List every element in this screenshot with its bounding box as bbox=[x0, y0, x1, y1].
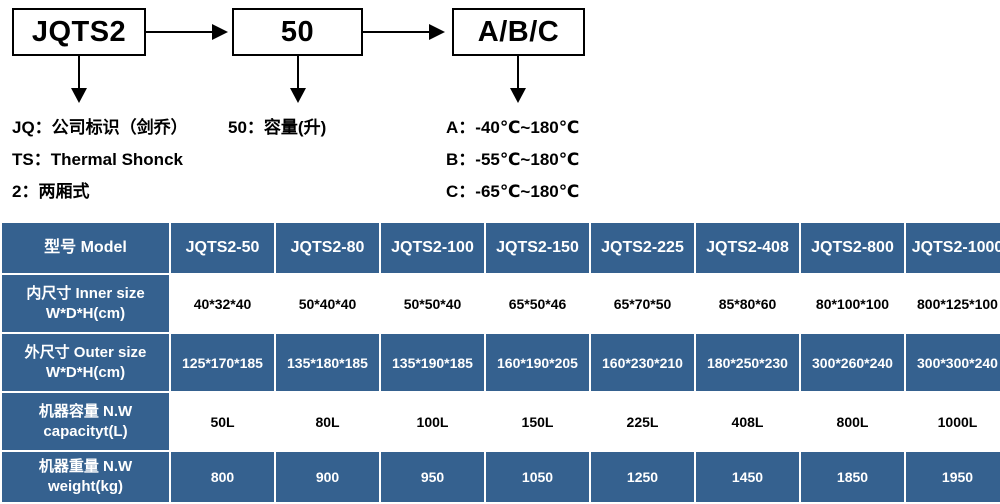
table-header-model-8: JQTS2-1000 bbox=[906, 223, 1000, 273]
legend-left-line-2: TS：Thermal Shonck bbox=[12, 150, 183, 169]
table-header-model-1: JQTS2-50 bbox=[171, 223, 274, 273]
table-cell: 408L bbox=[696, 393, 799, 450]
row-label-inner-size-line2: W*D*H(cm) bbox=[45, 304, 126, 322]
table-row-weight: 机器重量 N.W weight(kg) 800 900 950 1050 125… bbox=[2, 452, 1000, 502]
legend-right-line-1: A：-40℃~180℃ bbox=[446, 118, 580, 137]
connector-line-model-to-capacity bbox=[146, 31, 218, 33]
row-label-outer-size-line2: W*D*H(cm) bbox=[45, 363, 126, 381]
table-cell: 80*100*100 bbox=[801, 275, 904, 332]
table-cell: 180*250*230 bbox=[696, 334, 799, 391]
table-cell: 160*230*210 bbox=[591, 334, 694, 391]
table-cell: 900 bbox=[276, 452, 379, 502]
connector-line-capacity-down bbox=[297, 56, 299, 90]
table-cell: 150L bbox=[486, 393, 589, 450]
legend-capacity: 50：容量(升) bbox=[228, 112, 326, 144]
table-header-model-7: JQTS2-800 bbox=[801, 223, 904, 273]
specification-table: 型号 Model JQTS2-50 JQTS2-80 JQTS2-100 JQT… bbox=[0, 221, 1000, 504]
legend-left-line-1: JQ：公司标识（剑乔） bbox=[12, 118, 188, 137]
table-cell: 1050 bbox=[486, 452, 589, 502]
table-header-model-2: JQTS2-80 bbox=[276, 223, 379, 273]
row-label-capacity-line2: capacityt(L) bbox=[43, 422, 128, 440]
arrow-right-icon-2 bbox=[429, 24, 445, 40]
arrow-down-icon-3 bbox=[510, 88, 526, 103]
row-label-capacity: 机器容量 N.W capacityt(L) bbox=[2, 393, 169, 450]
table-cell: 50*40*40 bbox=[276, 275, 379, 332]
table-cell: 800L bbox=[801, 393, 904, 450]
table-header-model-6: JQTS2-408 bbox=[696, 223, 799, 273]
table-header-model-3: JQTS2-100 bbox=[381, 223, 484, 273]
table-header-model-5: JQTS2-225 bbox=[591, 223, 694, 273]
diagram-box-temperature: A/B/C bbox=[452, 8, 585, 56]
row-label-weight-line2: weight(kg) bbox=[48, 478, 123, 495]
arrow-right-icon-1 bbox=[212, 24, 228, 40]
arrow-down-icon-1 bbox=[71, 88, 87, 103]
legend-model-prefix: JQ：公司标识（剑乔） TS：Thermal Shonck 2：两厢式 bbox=[12, 112, 188, 208]
table-cell: 40*32*40 bbox=[171, 275, 274, 332]
table-cell: 800 bbox=[171, 452, 274, 502]
table-cell: 1850 bbox=[801, 452, 904, 502]
row-label-weight: 机器重量 N.W weight(kg) bbox=[2, 452, 169, 502]
table-cell: 100L bbox=[381, 393, 484, 450]
row-label-outer-size: 外尺寸 Outer size W*D*H(cm) bbox=[2, 334, 169, 391]
diagram-box-model: JQTS2 bbox=[12, 8, 146, 56]
row-label-weight-line1: 机器重量 N.W bbox=[38, 458, 133, 475]
table-row-capacity: 机器容量 N.W capacityt(L) 50L 80L 100L 150L … bbox=[2, 393, 1000, 450]
table-cell: 225L bbox=[591, 393, 694, 450]
table-cell: 50L bbox=[171, 393, 274, 450]
table-cell: 65*50*46 bbox=[486, 275, 589, 332]
table-cell: 300*260*240 bbox=[801, 334, 904, 391]
legend-left-line-3: 2：两厢式 bbox=[12, 182, 90, 201]
table-cell: 135*190*185 bbox=[381, 334, 484, 391]
table-header-label: 型号 Model bbox=[2, 223, 169, 273]
diagram-box-capacity: 50 bbox=[232, 8, 363, 56]
legend-mid-line-1: 50：容量(升) bbox=[228, 118, 327, 137]
table-cell: 125*170*185 bbox=[171, 334, 274, 391]
legend-right-line-2: B：-55℃~180℃ bbox=[446, 150, 580, 169]
table-row-inner-size: 内尺寸 Inner size W*D*H(cm) 40*32*40 50*40*… bbox=[2, 275, 1000, 332]
row-label-outer-size-line1: 外尺寸 Outer size bbox=[24, 343, 147, 361]
table-cell: 65*70*50 bbox=[591, 275, 694, 332]
table-cell: 135*180*185 bbox=[276, 334, 379, 391]
row-label-capacity-line1: 机器容量 N.W bbox=[38, 402, 133, 420]
table-cell: 80L bbox=[276, 393, 379, 450]
table-cell: 85*80*60 bbox=[696, 275, 799, 332]
table-header-model-4: JQTS2-150 bbox=[486, 223, 589, 273]
table-cell: 800*125*100 bbox=[906, 275, 1000, 332]
naming-convention-diagram: JQTS2 50 A/B/C JQ：公司标识（剑乔） TS：Thermal Sh… bbox=[0, 0, 1000, 215]
table-cell: 1450 bbox=[696, 452, 799, 502]
table-cell: 1250 bbox=[591, 452, 694, 502]
connector-line-capacity-to-temperature bbox=[363, 31, 435, 33]
table-cell: 300*300*240 bbox=[906, 334, 1000, 391]
row-label-inner-size-line1: 内尺寸 Inner size bbox=[26, 284, 145, 302]
legend-right-line-3: C：-65℃~180℃ bbox=[446, 182, 580, 201]
connector-line-model-down bbox=[78, 56, 80, 90]
row-label-inner-size: 内尺寸 Inner size W*D*H(cm) bbox=[2, 275, 169, 332]
table-cell: 1000L bbox=[906, 393, 1000, 450]
table-cell: 950 bbox=[381, 452, 484, 502]
table-header-row: 型号 Model JQTS2-50 JQTS2-80 JQTS2-100 JQT… bbox=[2, 223, 1000, 273]
table-row-outer-size: 外尺寸 Outer size W*D*H(cm) 125*170*185 135… bbox=[2, 334, 1000, 391]
arrow-down-icon-2 bbox=[290, 88, 306, 103]
table-cell: 1950 bbox=[906, 452, 1000, 502]
table-cell: 50*50*40 bbox=[381, 275, 484, 332]
table-cell: 160*190*205 bbox=[486, 334, 589, 391]
legend-temperature-range: A：-40℃~180℃ B：-55℃~180℃ C：-65℃~180℃ bbox=[446, 112, 579, 208]
connector-line-temperature-down bbox=[517, 56, 519, 90]
